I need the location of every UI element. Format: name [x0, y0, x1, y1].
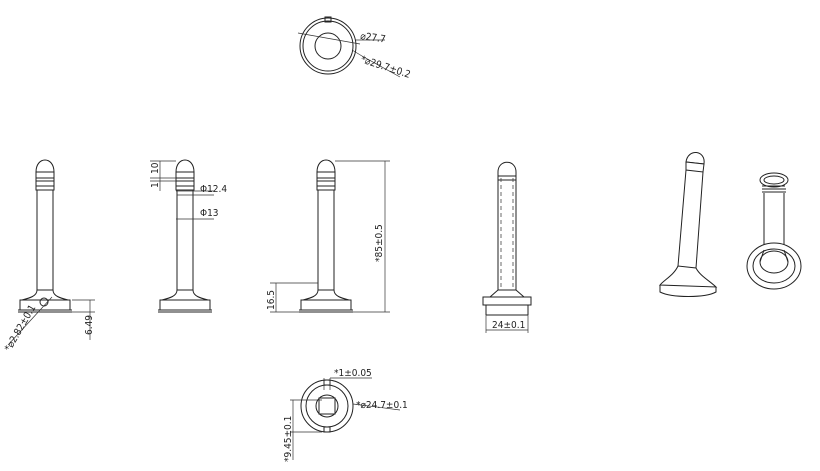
base-section-dim: 16.5: [266, 290, 277, 310]
isometric-view-2: [746, 172, 802, 290]
lower-diameter-dim: Φ13: [200, 208, 219, 219]
ring-pitch-1-dim: 1: [150, 182, 161, 188]
top-outer-dim: *⌀29.7±0.2: [359, 54, 412, 80]
base-hole-dim: *⌀2.82±0.1: [3, 303, 38, 353]
slot-width-dim: *1±0.05: [334, 368, 372, 379]
base-width-dim: 24±0.1: [492, 320, 525, 331]
front-view-1: [7, 159, 95, 346]
section-view: [482, 161, 532, 333]
isometric-view-1: [658, 152, 718, 297]
top-inner-dim: ⌀27.7: [360, 31, 387, 45]
front-view-3: [270, 159, 390, 313]
top-view: [297, 16, 401, 78]
base-height-dim: 6.49: [84, 315, 95, 335]
ring-pitch-2-dim: 10: [150, 162, 161, 174]
bottom-outer-dim: *⌀24.7±0.1: [356, 400, 408, 411]
bottom-offset-dim: *9.45±0.1: [283, 416, 294, 462]
front-view-2: [150, 159, 214, 313]
total-height-dim: *85±0.5: [374, 224, 385, 262]
upper-diameter-dim: Φ12.4: [200, 184, 227, 195]
bottom-view: [290, 377, 401, 460]
